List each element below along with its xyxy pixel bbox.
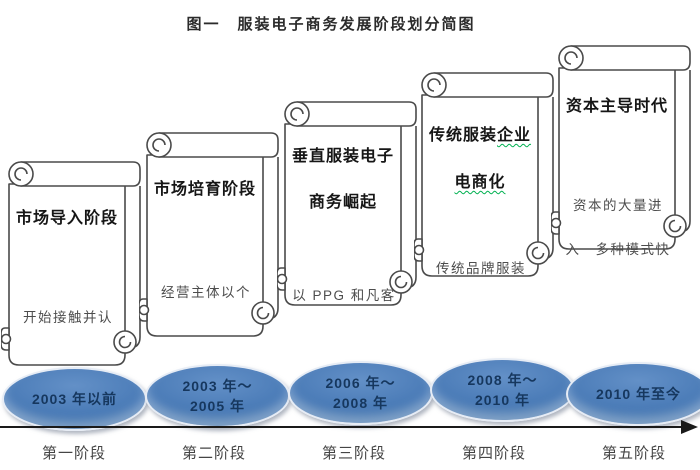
period-1-line1: 2003 年以前 — [31, 390, 118, 407]
stage-1-body: 开始接触并认 — [23, 310, 113, 325]
stage-label-4: 第四阶段 — [461, 445, 526, 462]
stage-3-title-line2: 商务崛起 — [308, 194, 377, 211]
stage-label-5: 第五阶段 — [601, 445, 666, 462]
period-5-line1: 2010 年至今 — [595, 385, 682, 402]
period-ellipse-5: 2010 年至今 — [566, 362, 700, 426]
timeline-arrow-icon — [0, 420, 698, 434]
stage-2-title: 市场培育阶段 — [153, 181, 256, 198]
stage-2-body: 经营主体以个 — [161, 285, 251, 300]
stage-4-body: 传统品牌服装 — [436, 261, 526, 276]
stage-scroll-5: 资本主导时代 资本的大量进 入 多种模式快 — [551, 44, 691, 259]
stage-scroll-3: 垂直服装电子 商务崛起 以 PPG 和凡客 — [277, 100, 417, 315]
period-2-line1: 2003 年～ — [182, 377, 253, 394]
stage-scroll-4: 传统服装企业 电商化 传统品牌服装 — [414, 71, 554, 286]
period-2-line2: 2005 年 — [189, 398, 246, 414]
stage-label-3: 第三阶段 — [321, 445, 386, 462]
stage-5-body-line2: 入 多种模式快 — [565, 242, 671, 257]
scroll-shape-icon — [1, 161, 141, 366]
stage-5-body-line1: 资本的大量进 — [573, 198, 663, 213]
stage-4-title-text: 传统服装 — [428, 127, 497, 144]
stage-4-title-squiggle-text: 企业 — [497, 127, 532, 144]
stage-1-title: 市场导入阶段 — [15, 210, 118, 227]
stage-3-title-line1: 垂直服装电子 — [291, 148, 394, 165]
stage-scroll-2: 市场培育阶段 经营主体以个 — [139, 131, 279, 346]
period-ellipse-3: 2006 年～ 2008 年 — [288, 361, 433, 425]
period-3-line1: 2006 年～ — [325, 374, 396, 391]
scroll-shape-icon — [139, 132, 279, 337]
period-ellipse-1: 2003 年以前 — [2, 367, 147, 431]
period-3-line2: 2008 年 — [332, 395, 389, 411]
figure-title: 图一 服装电子商务发展阶段划分简图 — [186, 16, 476, 33]
stage-4-title-line2: 电商化 — [422, 168, 538, 192]
stage-5-title: 资本主导时代 — [565, 98, 668, 115]
stage-4-title2-squiggle-text: 电商化 — [454, 174, 506, 191]
period-ellipse-4: 2008 年～ 2010 年 — [430, 358, 575, 422]
stage-label-2: 第二阶段 — [181, 445, 246, 462]
period-4-line2: 2010 年 — [474, 392, 531, 408]
period-ellipse-2: 2003 年～ 2005 年 — [145, 364, 290, 428]
period-4-line1: 2008 年～ — [467, 371, 538, 388]
stage-scroll-1: 市场导入阶段 开始接触并认 — [1, 160, 141, 375]
stage-label-1: 第一阶段 — [41, 445, 106, 462]
stage-3-body: 以 PPG 和凡客 — [292, 288, 396, 303]
stage-4-title-line1: 传统服装企业 — [422, 121, 538, 145]
scroll-shape-icon — [551, 45, 691, 250]
